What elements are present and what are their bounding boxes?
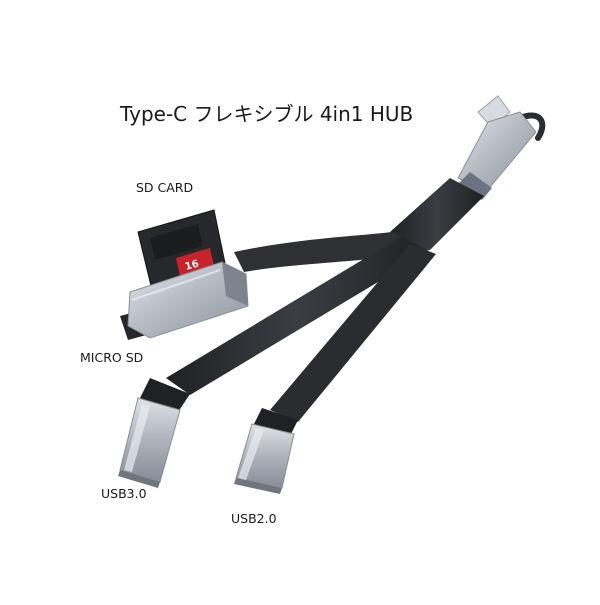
- usb2-connector: [234, 408, 298, 494]
- usb2-label: USB2.0: [231, 511, 277, 526]
- type-c-housing: [457, 111, 537, 193]
- usb3-label: USB3.0: [101, 486, 147, 501]
- sd-card-accent: [176, 248, 214, 276]
- sd-card-capacity: 16: [184, 258, 200, 272]
- usb3-connector: [118, 378, 190, 488]
- micro-sd-label: MICRO SD: [80, 350, 144, 365]
- cable-to-usb2: [270, 244, 436, 422]
- cable-trunk: [390, 178, 484, 250]
- cable-to-usb3: [166, 236, 428, 395]
- flat-cables: [166, 178, 484, 422]
- connector-cable-loop: [517, 112, 546, 141]
- sd-card-label: SD CARD: [136, 180, 194, 195]
- sd-reader-housing: [127, 261, 249, 339]
- page-title: Type-C フレキシブル 4in1 HUB: [120, 102, 414, 126]
- type-c-connector: [457, 95, 546, 200]
- cable-to-sd-reader: [234, 232, 430, 272]
